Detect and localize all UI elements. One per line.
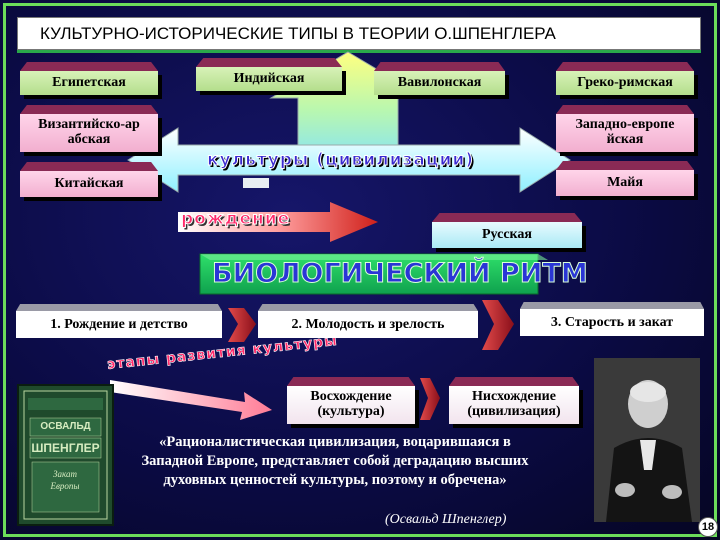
culture-greco-roman: Греко-римская xyxy=(556,71,694,95)
biological-rhythms-wordart: БИОЛОГИЧЕСКИЙ РИТМ xyxy=(212,258,589,290)
center-shaft xyxy=(243,178,269,188)
book-title-line2: ШПЕНГЛЕР xyxy=(31,441,100,455)
stage-1: 1. Рождение и детство xyxy=(16,311,222,338)
culture-russian: Русская xyxy=(432,222,582,248)
culture-maya-label: Майя xyxy=(607,174,643,190)
phase-descent: Нисхождение (цивилизация) xyxy=(449,386,579,424)
page-number-label: 18 xyxy=(701,521,715,533)
birth-arrow xyxy=(178,202,378,242)
stage-3-label: 3. Старость и закат xyxy=(550,314,674,330)
phase-ascent-label: Восхождение (культура) xyxy=(310,389,392,419)
stage-arrow-1 xyxy=(228,308,256,342)
culture-western-european: Западно-европе йская xyxy=(556,114,694,152)
culture-egyptian-label: Египетская xyxy=(52,74,126,90)
culture-egyptian: Египетская xyxy=(20,71,158,95)
culture-chinese-label: Китайская xyxy=(54,175,124,191)
culture-indian-label: Индийская xyxy=(233,70,305,86)
biological-rhythm-bar xyxy=(199,253,539,295)
phase-arrow xyxy=(420,378,440,420)
stage-1-label: 1. Рождение и детство xyxy=(50,316,188,332)
quote-text: «Рационалистическая цивилизация, воцарив… xyxy=(141,434,529,488)
culture-indian: Индийская xyxy=(196,67,342,91)
culture-byzantine-label: Византийско-ар абская xyxy=(38,117,140,147)
culture-babylonian: Вавилонская xyxy=(374,71,505,95)
stage-2: 2. Молодость и зрелость xyxy=(258,311,478,338)
culture-maya: Майя xyxy=(556,170,694,196)
cultures-civilizations-wordart: культуры (цивилизации) xyxy=(206,150,475,171)
book-title-line3: Закат Европы xyxy=(50,469,80,491)
culture-russian-label: Русская xyxy=(482,226,532,242)
slide-frame xyxy=(3,3,717,537)
culture-chinese: Китайская xyxy=(20,171,158,197)
culture-western-european-label: Западно-европе йская xyxy=(575,117,675,147)
birth-wordart: рождение xyxy=(180,209,291,230)
culture-greco-roman-label: Греко-римская xyxy=(577,74,673,90)
book-cover xyxy=(17,384,114,526)
page-title-text: КУЛЬТУРНО-ИСТОРИЧЕСКИЕ ТИПЫ В ТЕОРИИ О.Ш… xyxy=(40,23,556,43)
horizontal-double-arrow xyxy=(127,127,571,193)
page-title: КУЛЬТУРНО-ИСТОРИЧЕСКИЕ ТИПЫ В ТЕОРИИ О.Ш… xyxy=(17,17,701,50)
quote-author: (Освальд Шпенглер) xyxy=(385,512,507,527)
book-title-line1: ОСВАЛЬД xyxy=(40,421,91,432)
phase-ascent: Восхождение (культура) xyxy=(287,386,415,424)
culture-byzantine: Византийско-ар абская xyxy=(20,114,158,152)
page-number: 18 xyxy=(698,517,718,537)
culture-babylonian-label: Вавилонская xyxy=(397,74,482,90)
stage-3: 3. Старость и закат xyxy=(520,309,704,336)
stage-arrow-2 xyxy=(482,300,514,350)
stage-2-label: 2. Молодость и зрелость xyxy=(291,316,445,332)
phase-descent-label: Нисхождение (цивилизация) xyxy=(467,389,561,419)
portrait-photo xyxy=(594,358,700,522)
stages-arrow xyxy=(110,380,272,420)
